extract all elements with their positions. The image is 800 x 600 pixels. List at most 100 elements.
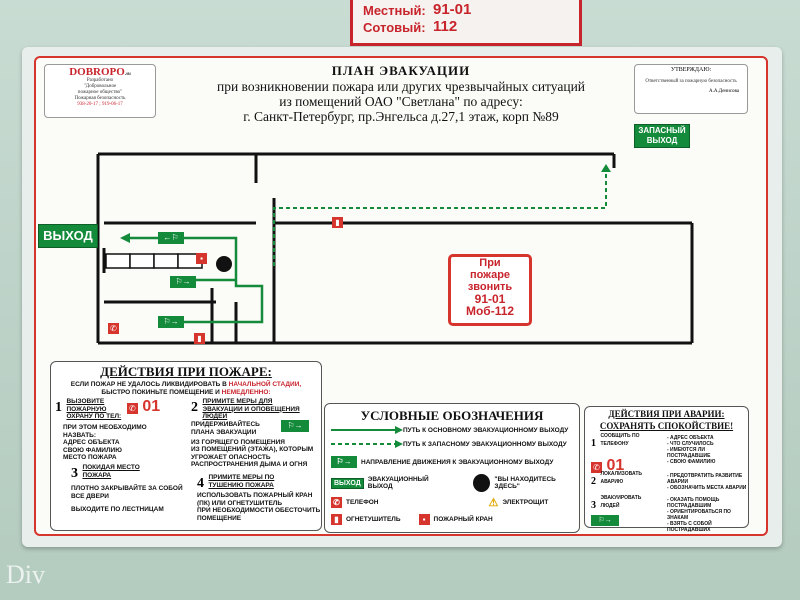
- step-3-item: ВЫХОДИТЕ ПО ЛЕСТНИЦАМ: [71, 506, 164, 513]
- intro-b: БЫСТРО ПОКИНЬТЕ ПОМЕЩЕНИЕ И: [101, 388, 220, 396]
- accident-actions-panel: ДЕЙСТВИЯ ПРИ АВАРИИ: СОХРАНЯТЬ СПОКОЙСТВ…: [584, 406, 749, 533]
- mobile-number: 112: [433, 18, 458, 35]
- step-1-num: 1: [55, 400, 62, 415]
- you-are-here-dot: [473, 474, 491, 492]
- accident-item: - ОБОЗНАЧИТЬ МЕСТА АВАРИИ: [667, 485, 747, 491]
- step-3-text: ПОКИДАЯ МЕСТО ПОЖАРА: [82, 464, 140, 479]
- legend-title: УСЛОВНЫЕ ОБОЗНАЧЕНИЯ: [360, 408, 544, 423]
- running-man-icon: ⚐→: [331, 456, 357, 468]
- call-line1: При: [479, 257, 501, 269]
- step-4-item: ИСПОЛЬЗОВАТЬ ПОЖАРНЫЙ КРАН (ПК) ИЛИ ОГНЕ…: [197, 492, 313, 507]
- step-1-phone: 01: [142, 398, 161, 415]
- plan-title: ПЛАН ЭВАКУАЦИИ: [331, 63, 471, 78]
- accident-item: - СВОЮ ФАМИЛИЮ: [667, 459, 716, 465]
- accident-step-2: 2 ЛОКАЛИЗОВАТЬ АВАРИЮ: [591, 471, 667, 489]
- accident-item: - ЧТО СЛУЧИЛОСЬ: [667, 441, 714, 447]
- logo-phones: 938-20-17 ; 919-06-17: [77, 102, 123, 107]
- call-line2: пожаре: [469, 269, 511, 281]
- accident-step-1-items: - АДРЕС ОБЪЕКТА - ЧТО СЛУЧИЛОСЬ - ИМЕЮТС…: [667, 435, 747, 465]
- accident-step-3: 3 ЭВАКУИРОВАТЬ ЛЮДЕЙ ⚐→: [591, 495, 667, 526]
- hydrant-icon: ▪: [418, 514, 430, 525]
- accident-item: - ВЗЯТЬ С СОБОЙ ПОСТРАДАВШИХ: [667, 521, 712, 533]
- you-are-here-dot: [216, 256, 232, 272]
- accident-step-3-num: 3: [591, 500, 596, 511]
- logo-line3: пожарное общество": [77, 90, 123, 95]
- accident-step-1-num: 1: [591, 438, 596, 449]
- logo-brand: DOBROPO: [69, 66, 125, 78]
- legend-exit: ЭВАКУАЦИОННЫЙ ВЫХОД: [367, 476, 429, 490]
- step-3-num: 3: [71, 466, 78, 481]
- running-man-icon: ⚐→: [158, 316, 184, 328]
- accident-item: - ПРЕДОТВРАТИТЬ РАЗВИТИЕ АВАРИИ: [667, 473, 743, 485]
- spare-path-arrow: [331, 440, 403, 448]
- note-item: МЕСТО ПОЖАРА: [63, 454, 117, 461]
- accident-phone: 01: [606, 457, 625, 474]
- electric-shield-icon: ⚠: [488, 497, 499, 509]
- approval-signature: А.А.Денисова: [709, 89, 739, 94]
- step-2-num: 2: [191, 400, 198, 415]
- step-1-text: ВЫЗОВИТЕ ПОЖАРНУЮ ОХРАНУ ПО ТЕЛ:: [66, 398, 122, 420]
- step-2-text: ПРИМИТЕ МЕРЫ ДЛЯ ЭВАКУАЦИИ И ОПОВЕЩЕНИЯ …: [202, 398, 300, 420]
- step-1: 1 ВЫЗОВИТЕ ПОЖАРНУЮ ОХРАНУ ПО ТЕЛ: ✆ 01: [55, 398, 185, 421]
- legend-you-are-here: "ВЫ НАХОДИТЕСЬ ЗДЕСЬ": [494, 476, 556, 490]
- legend-shield: ЭЛЕКТРОЩИТ: [502, 499, 549, 506]
- call-line4: 91-01: [474, 292, 506, 306]
- accident-item: - АДРЕС ОБЪЕКТА: [667, 435, 714, 441]
- phone-icon: ✆: [126, 403, 138, 414]
- accident-item: - ОКАЗАТЬ ПОМОЩЬ ПОСТРАДАВШИМ: [667, 497, 720, 509]
- wall-phone-sign: Местный: 91-01 Сотовый: 112: [350, 0, 582, 46]
- fire-actions-panel: ДЕЙСТВИЯ ПРИ ПОЖАРЕ: ЕСЛИ ПОЖАР НЕ УДАЛО…: [50, 361, 322, 531]
- accident-step-2-num: 2: [591, 476, 596, 487]
- running-man-icon: ⚐→: [591, 515, 619, 526]
- logo-line2: "Добровольное: [83, 84, 117, 89]
- legend-spare-path: ПУТЬ К ЗАПАСНОМУ ЭВАКУАЦИОННОМУ ВЫХОДУ: [403, 440, 567, 448]
- main-exit-sign: ВЫХОД: [38, 224, 98, 248]
- legend-extinguisher: ОГНЕТУШИТЕЛЬ: [346, 516, 401, 523]
- phone-icon: ✆: [331, 497, 342, 508]
- running-man-icon: ⚐→: [281, 420, 309, 432]
- step-4-text: ПРИМИТЕ МЕРЫ ПО ТУШЕНИЮ ПОЖАРА: [208, 474, 275, 489]
- accident-item: - ОРИЕНТИРОВАТЬСЯ ПО ЗНАКАМ: [667, 509, 731, 521]
- approval-text: Ответственный за пожарную безопасность: [645, 79, 737, 84]
- plan-subtitle-2: из помещений ОАО "Светлана" по адресу:: [279, 94, 523, 109]
- phone-icon: ✆: [108, 318, 119, 336]
- accident-step-1-text: СООБЩИТЬ ПО ТЕЛЕФОНУ: [600, 433, 640, 447]
- note-item: СВОЮ ФАМИЛИЮ: [63, 446, 122, 454]
- main-path-arrow: [331, 426, 403, 434]
- legend-panel: УСЛОВНЫЕ ОБОЗНАЧЕНИЯ ПУТЬ К ОСНОВНОМУ ЭВ…: [324, 403, 580, 533]
- plan-subtitle-1: при возникновении пожара или других чрез…: [216, 79, 586, 94]
- note-block: ПРИ ЭТОМ НЕОБХОДИМО НАЗВАТЬ: АДРЕС ОБЪЕК…: [63, 424, 175, 462]
- plan-address: г. Санкт-Петербург, пр.Энгельса д.27,1 э…: [243, 109, 559, 124]
- running-man-icon: ←⚐: [158, 232, 184, 244]
- step-3-item: ПЛОТНО ЗАКРЫВАЙТЕ ЗА СОБОЙ ВСЕ ДВЕРИ: [71, 485, 183, 500]
- accident-step-3-text: ЭВАКУИРОВАТЬ ЛЮДЕЙ: [600, 495, 642, 509]
- accident-title-2: СОХРАНЯТЬ СПОКОЙСТВИЕ!: [599, 421, 734, 431]
- intro-red: НАЧАЛЬНОЙ СТАДИИ,: [228, 381, 302, 388]
- local-number: 91-01: [433, 1, 472, 18]
- extinguisher-icon: ▮: [331, 514, 342, 525]
- phone-icon: ✆: [591, 462, 602, 473]
- call-on-fire-box: При пожаре звонить 91-01 Моб-112: [448, 254, 532, 326]
- call-line3: звонить: [467, 281, 513, 293]
- legend-phone: ТЕЛЕФОН: [346, 499, 379, 506]
- company-logo: DOBROPO.su Разработано "Добровольное пож…: [44, 64, 156, 118]
- extinguisher-icon: ▮: [332, 212, 343, 230]
- logo-line4: Пожарная безопасность: [74, 96, 126, 101]
- accident-item: - ИМЕЮТСЯ ЛИ ПОСТРАДАВШИЕ: [667, 447, 711, 459]
- legend-hydrant: ПОЖАРНЫЙ КРАН: [433, 516, 493, 523]
- evacuation-plan-poster: DOBROPO.su Разработано "Добровольное пож…: [34, 56, 768, 536]
- step-2-sub: ПРИДЕРЖИВАЙТЕСЬ ПЛАНА ЭВАКУАЦИИ: [191, 421, 260, 436]
- step-2: 2 ПРИМИТЕ МЕРЫ ДЛЯ ЭВАКУАЦИИ И ОПОВЕЩЕНИ…: [191, 398, 319, 469]
- step-2-item: ИЗ ПОМЕЩЕНИЙ (ЭТАЖА), КОТОРЫМ УГРОЖАЕТ О…: [191, 446, 314, 468]
- accident-step-1: 1 СООБЩИТЬ ПО ТЕЛЕФОНУ ✆ 01: [591, 433, 661, 475]
- accident-step-2-items: - ПРЕДОТВРАТИТЬ РАЗВИТИЕ АВАРИИ - ОБОЗНА…: [667, 473, 747, 491]
- approval-stamp: УТВЕРЖДАЮ: Ответственный за пожарную без…: [634, 64, 748, 114]
- spare-exit-sign: ЗАПАСНЫЙ ВЫХОД: [634, 124, 690, 148]
- mobile-label: Сотовый:: [363, 20, 426, 35]
- intro-red2: НЕМЕДЛЕННО:: [221, 388, 271, 396]
- note-item: АДРЕС ОБЪЕКТА: [63, 439, 120, 446]
- fire-actions-title: ДЕЙСТВИЯ ПРИ ПОЖАРЕ:: [100, 364, 272, 379]
- logo-line1: Разработано: [86, 78, 114, 83]
- step-4-num: 4: [197, 476, 204, 491]
- legend-direction: НАПРАВЛЕНИЕ ДВИЖЕНИЯ К ЭВАКУАЦИОННОМУ ВЫ…: [361, 458, 554, 466]
